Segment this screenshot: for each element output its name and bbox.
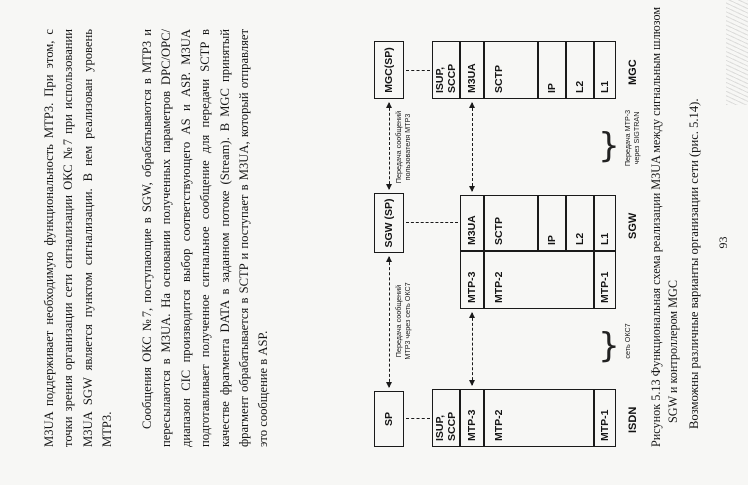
sgw-ip: IP: [538, 195, 566, 251]
sgw-m3ua: M3UA: [460, 195, 484, 251]
mgc-m3ua: M3UA: [460, 41, 484, 99]
isdn-isup-sccp: ISUP, SCCP: [432, 389, 460, 447]
isdn-mtp1: MTP-1: [594, 389, 616, 447]
sgw-sctp: SCTP: [484, 195, 538, 251]
label-mgc: MGC: [627, 59, 639, 85]
sgw-l1: L1: [594, 195, 616, 251]
mgc-ip: IP: [538, 41, 566, 99]
isdn-mtp3: MTP-3: [460, 389, 484, 447]
brace-okc7: }: [598, 326, 620, 367]
brace-sigtran: }: [598, 126, 620, 167]
sgw-sp-box: SGW (SP): [374, 193, 404, 253]
sgw-mtp3: MTP-3: [460, 251, 484, 309]
arrow-mtp3-peer: [472, 313, 473, 385]
sgw-mtp2: MTP-2: [484, 251, 594, 309]
label-sgw: SGW: [627, 212, 639, 239]
mgc-sctp: SCTP: [484, 41, 538, 99]
isdn-mtp2: MTP-2: [484, 389, 594, 447]
arrow-label-left: Передача сообщений MTP3 через сеть ОКС7: [394, 282, 412, 360]
link-sgw-stack: [406, 222, 458, 223]
sgw-mtp1: MTP-1: [594, 251, 616, 309]
link-sp-isdn: [406, 418, 430, 419]
mgc-sp-box: MGC(SP): [374, 41, 404, 99]
text-after-caption: Возможны различные варианты организации …: [687, 98, 701, 430]
sgw-l2: L2: [566, 195, 594, 251]
figure-caption: Рисунок 5.13 Функциональная схема реализ…: [649, 6, 680, 447]
mgc-l1: L1: [594, 41, 616, 99]
arrow-label-right: Передача сообщений пользователя MTP3: [394, 110, 412, 184]
label-isdn: ISDN: [627, 406, 639, 433]
arrow-m3ua-peer: [472, 103, 473, 191]
mgc-l2: L2: [566, 41, 594, 99]
sp-box: SP: [374, 391, 404, 447]
mgc-isup-sccp: ISUP, SCCP: [432, 41, 460, 99]
scan-smudge: [726, 0, 748, 105]
arrow-sgw-mgc: [389, 103, 390, 189]
label-network-okc7: сеть ОКС7: [623, 323, 632, 359]
label-sigtran: Передача MTP-3 через SIGTRAN: [623, 109, 641, 167]
link-mgc-stack: [406, 70, 430, 71]
arrow-sp-sgw: [389, 257, 390, 387]
